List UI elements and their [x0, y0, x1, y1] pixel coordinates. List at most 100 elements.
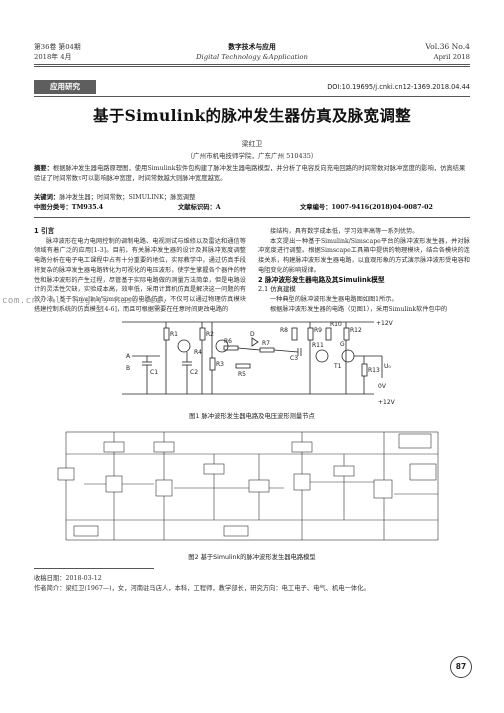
transistor-t1: [315, 349, 329, 363]
doi[interactable]: DOI:10.19695/j.cnki.cn12-1369.2018.04.44: [327, 83, 470, 91]
header-date-cn: 2018年 4月: [34, 53, 72, 61]
label-r10: R10: [330, 321, 342, 328]
figure-2-simulink-model: [57, 431, 439, 541]
article-number: 文章编号：1007-9416(2018)04-0087-02: [300, 204, 433, 211]
block-solver: [73, 525, 99, 537]
block-transistor-4: [373, 479, 393, 499]
block-ground: [223, 525, 249, 537]
right-paragraph-2: 本文提出一种基于Simulink/Simscape平台的脉冲波形发生器，并对脉冲…: [258, 237, 470, 274]
abstract-label: 摘要：: [34, 165, 53, 172]
block-diode: [248, 479, 270, 493]
block-resistor-2: [153, 441, 175, 453]
header-journal-cn: 数字技术与应用: [228, 43, 276, 51]
block-transistor-3: [293, 473, 311, 491]
resistor-r8: [291, 327, 298, 341]
transistor-left: [177, 339, 191, 353]
section-2-heading: 2 脉冲波形发生器电路及其Simulink模型: [258, 275, 385, 284]
label-c1: C1: [150, 369, 158, 376]
label-r2: R2: [206, 331, 214, 338]
abstract-text: 根据脉冲发生器电路原理图，使用Simulink软件包构建了脉冲发生器电路模型，并…: [34, 165, 466, 182]
figure-2-caption: 图2 基于Simulink的脉冲波形发生器电路模型: [188, 554, 316, 561]
right-column: 接结构，具有数学成本低，学习效率高等一系列优势。 本文提出一种基于Simulin…: [258, 227, 470, 314]
block-scope: [409, 463, 437, 481]
label-a: A: [126, 353, 131, 360]
block-resistor-1: [103, 441, 125, 453]
received-date: 收稿日期：2018-03-12: [34, 575, 102, 582]
label-g: G: [340, 341, 345, 348]
keywords-label: 关键词：: [34, 194, 60, 201]
label-b: B: [126, 365, 130, 372]
resistor-r10: [325, 327, 332, 341]
figure-1-circuit: A B R1 R2 R3 R4 R5 R6 R7 R8 R9 R10 R11 R…: [122, 320, 396, 406]
header-journal-en: Digital Technology &Application: [196, 53, 308, 61]
watermark: com.cn. All Rights Reserved.: [2, 296, 168, 306]
header-volume-en: Vol.36 No.4: [425, 42, 470, 51]
header-volume-cn: 第36卷 第04期: [34, 43, 81, 51]
resistor-r5: [235, 363, 251, 369]
left-paragraph-1: 脉冲波形在电力电网控制的调制电路、电视测试与维修以及雷达和通信等领域有着广泛的应…: [34, 237, 246, 313]
diode: [251, 337, 259, 347]
label-r9: R9: [314, 327, 322, 334]
affiliation: （广州市机电技师学院，广东广州 510435）: [186, 152, 318, 160]
resistor-r9: [307, 327, 314, 341]
label-r5: R5: [238, 371, 246, 378]
resistor-r1: [163, 327, 170, 341]
block-transistor-1: [105, 475, 123, 493]
label-r3: R3: [216, 361, 224, 368]
block-voltage-sensor: [398, 433, 432, 449]
label-uo: U₀: [384, 363, 391, 370]
author-bio: 作者简介：梁红卫(1967—)，女，河南驻马店人，本科，工程师，教学部长，研究方…: [34, 585, 370, 592]
label-plus12-bottom: +12V: [378, 399, 396, 406]
clc-number: 中图分类号：TM935.4: [34, 204, 104, 211]
resistor-r12: [343, 327, 350, 341]
right-paragraph-4: 根据脉冲波形发生器的电路（见图1），采用Simulink软件包中的: [270, 305, 448, 313]
block-source: [57, 467, 75, 481]
keywords: 关键词：脉冲发生器；时间常数；SIMULINK；脉宽调整: [34, 193, 470, 203]
resistor-r2: [199, 327, 206, 341]
abstract-rule: [34, 217, 470, 218]
model-outer-wire-frame: [65, 431, 439, 541]
abstract: 摘要：根据脉冲发生器电路原理图，使用Simulink软件包构建了脉冲发生器电路模…: [34, 164, 470, 183]
transistor-t2: [341, 349, 355, 363]
label-zero-volt: 0V: [378, 383, 387, 390]
resistor-r7: [259, 347, 275, 353]
label-c2: C2: [190, 369, 198, 376]
block-resistor-4: [333, 465, 355, 477]
figure-1-caption: 图1 脉冲波形发生器电路及电压波形测量节点: [189, 413, 315, 420]
right-paragraph-1: 接结构，具有数学成本低，学习效率高等一系列优势。: [270, 228, 419, 235]
resistor-r6: [223, 345, 239, 351]
resistor-r3: [209, 357, 216, 371]
label-r13: R13: [368, 367, 380, 374]
resistor-r13: [361, 363, 368, 377]
footnote-rule: [34, 568, 154, 569]
block-transistor-2: [155, 479, 173, 497]
section-badge: 应用研究: [34, 80, 96, 94]
label-r4: R4: [194, 349, 202, 356]
label-r12: R12: [350, 327, 362, 334]
label-r11: R11: [312, 342, 324, 349]
label-c3: C3: [290, 355, 298, 362]
doi-rule: [34, 96, 470, 97]
left-column: 1 引言 脉冲波形在电力电网控制的调制电路、电视测试与维修以及雷达和通信等领域有…: [34, 227, 246, 314]
block-resistor-3: [291, 441, 313, 453]
label-d: D: [250, 331, 255, 338]
right-paragraph-3: 一种典型的脉冲波形发生器电路图如图1所示。: [270, 295, 398, 303]
header-rule-thin: [34, 66, 470, 67]
section-2-1-heading: 2.1 仿真建模: [258, 285, 296, 294]
block-capacitor: [203, 463, 225, 475]
section-1-heading: 1 引言: [34, 227, 55, 235]
label-r1: R1: [170, 331, 178, 338]
document-code: 文献标识码：A: [178, 204, 221, 211]
label-r6: R6: [224, 338, 232, 345]
header-rule: [34, 64, 470, 65]
page-number-seal: 87: [450, 656, 472, 678]
label-r7: R7: [262, 340, 270, 347]
paper-title: 基于Simulink的脉冲发生器仿真及脉宽调整: [93, 106, 411, 125]
keywords-text: 脉冲发生器；时间常数；SIMULINK；脉宽调整: [59, 194, 196, 201]
author: 梁红卫: [241, 140, 263, 148]
transistor-right: [215, 339, 229, 353]
label-plus12: +12V: [376, 320, 394, 327]
label-t1: T1: [333, 363, 342, 370]
header-date-en: April 2018: [433, 53, 470, 61]
label-r8: R8: [280, 327, 288, 334]
